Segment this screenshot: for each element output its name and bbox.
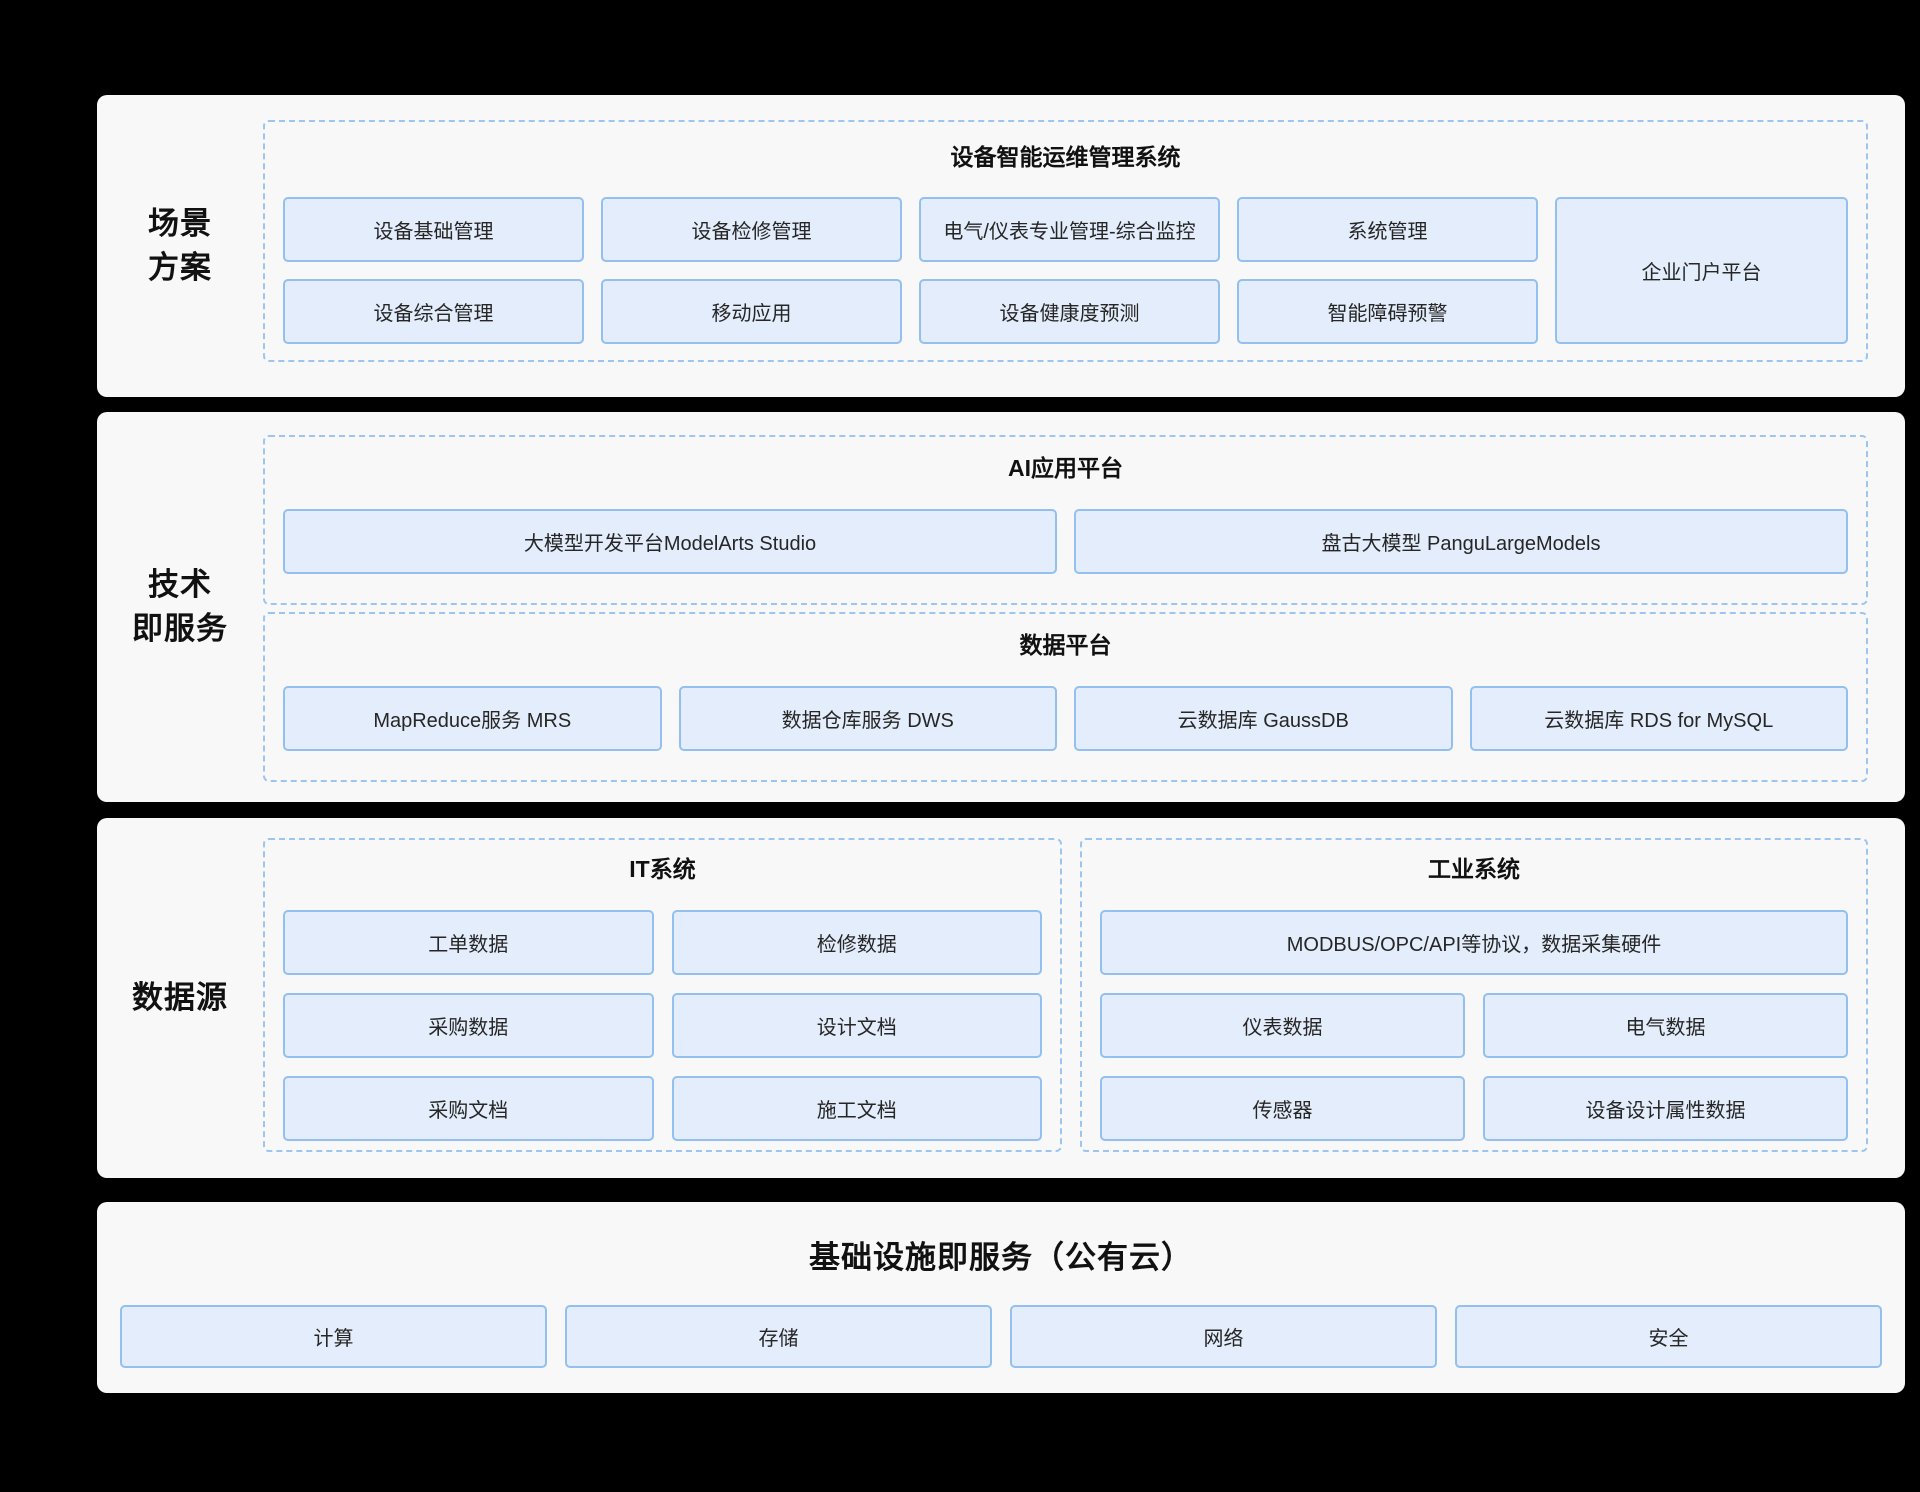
scene-box-system-mgmt: 系统管理 — [1237, 197, 1538, 262]
group-it-system: IT系统 工单数据 检修数据 采购数据 设计文档 采购文档 施工文档 — [263, 838, 1062, 1152]
industrial-box-device-design-attr-data: 设备设计属性数据 — [1483, 1076, 1848, 1141]
scene-box-intelligent-fault-warning: 智能障碍预警 — [1237, 279, 1538, 344]
scene-box-mobile-app: 移动应用 — [601, 279, 902, 344]
it-box-procurement-docs: 采购文档 — [283, 1076, 654, 1141]
section-label-line: 场景 — [148, 205, 212, 241]
it-box-construction-docs: 施工文档 — [671, 1076, 1042, 1141]
panel-data-sources: 数据源 IT系统 工单数据 检修数据 采购数据 设计文档 采购文档 施工文档 工… — [97, 818, 1905, 1178]
it-box-maintenance-data: 检修数据 — [671, 910, 1042, 975]
industrial-box-grid: 仪表数据 电气数据 传感器 设备设计属性数据 — [1100, 993, 1848, 1141]
iaas-box-storage: 存储 — [565, 1305, 992, 1368]
industrial-box-electrical-data: 电气数据 — [1483, 993, 1848, 1058]
group-title-it-system: IT系统 — [629, 856, 696, 882]
section-label-line: 方案 — [148, 250, 212, 285]
group-title-device-om-system: 设备智能运维管理系统 — [950, 144, 1181, 170]
scene-box-device-maintenance-mgmt: 设备检修管理 — [601, 197, 902, 262]
section-label-line: 数据源 — [132, 979, 228, 1015]
section-label-data-source: 数据源 — [97, 818, 263, 1178]
industrial-box-sensors: 传感器 — [1100, 1076, 1465, 1141]
iaas-box-security: 安全 — [1455, 1305, 1882, 1368]
panel-technology-as-a-service: 技术 即服务 AI应用平台 大模型开发平台ModelArts Studio 盘古… — [97, 412, 1905, 802]
scene-box-area: 设备基础管理 设备检修管理 电气/仪表专业管理-综合监控 系统管理 设备综合管理… — [283, 197, 1848, 344]
panel-iaas-public-cloud: 基础设施即服务（公有云） 计算 存储 网络 安全 — [97, 1202, 1905, 1393]
industrial-box-instrument-data: 仪表数据 — [1100, 993, 1465, 1058]
ai-box-pangu-large-models: 盘古大模型 PanguLargeModels — [1074, 509, 1848, 574]
section-label-line: 技术 — [148, 566, 212, 602]
it-box-work-order-data: 工单数据 — [283, 910, 654, 975]
group-industrial-system: 工业系统 MODBUS/OPC/API等协议，数据采集硬件 仪表数据 电气数据 … — [1080, 838, 1868, 1152]
iaas-box-row: 计算 存储 网络 安全 — [120, 1305, 1882, 1368]
ai-box-row: 大模型开发平台ModelArts Studio 盘古大模型 PanguLarge… — [283, 509, 1848, 574]
group-ai-platform: AI应用平台 大模型开发平台ModelArts Studio 盘古大模型 Pan… — [263, 435, 1868, 605]
section-label-scenario: 场景 方案 — [97, 95, 263, 397]
dataplat-box-rds-mysql: 云数据库 RDS for MySQL — [1469, 686, 1848, 751]
dataplat-box-row: MapReduce服务 MRS 数据仓库服务 DWS 云数据库 GaussDB … — [283, 686, 1848, 751]
iaas-box-network: 网络 — [1010, 1305, 1437, 1368]
group-title-data-platform: 数据平台 — [1019, 632, 1112, 658]
scene-box-electric-instrument-monitoring: 电气/仪表专业管理-综合监控 — [919, 197, 1220, 262]
panel-scenario-solutions: 场景 方案 设备智能运维管理系统 设备基础管理 设备检修管理 电气/仪表专业管理… — [97, 95, 1905, 397]
scene-box-device-comprehensive-mgmt: 设备综合管理 — [283, 279, 584, 344]
dataplat-box-dws: 数据仓库服务 DWS — [678, 686, 1057, 751]
group-title-industrial-system: 工业系统 — [1428, 856, 1520, 882]
group-title-ai-platform: AI应用平台 — [1008, 455, 1123, 481]
group-data-platform: 数据平台 MapReduce服务 MRS 数据仓库服务 DWS 云数据库 Gau… — [263, 612, 1868, 782]
industrial-box-modbus-opc-api: MODBUS/OPC/API等协议，数据采集硬件 — [1100, 910, 1848, 975]
scene-box-device-basic-mgmt: 设备基础管理 — [283, 197, 584, 262]
it-box-grid: 工单数据 检修数据 采购数据 设计文档 采购文档 施工文档 — [283, 910, 1042, 1141]
scene-box-enterprise-portal: 企业门户平台 — [1555, 197, 1848, 344]
it-box-design-docs: 设计文档 — [671, 993, 1042, 1058]
scene-box-grid: 设备基础管理 设备检修管理 电气/仪表专业管理-综合监控 系统管理 设备综合管理… — [283, 197, 1538, 344]
section-label-line: 即服务 — [132, 611, 228, 646]
iaas-title: 基础设施即服务（公有云） — [809, 1240, 1193, 1275]
group-device-om-system: 设备智能运维管理系统 设备基础管理 设备检修管理 电气/仪表专业管理-综合监控 … — [263, 120, 1868, 362]
ai-box-modelarts-studio: 大模型开发平台ModelArts Studio — [283, 509, 1057, 574]
scene-box-device-health-prediction: 设备健康度预测 — [919, 279, 1220, 344]
section-label-tech-service: 技术 即服务 — [97, 412, 263, 802]
iaas-box-compute: 计算 — [120, 1305, 547, 1368]
dataplat-box-mrs: MapReduce服务 MRS — [283, 686, 662, 751]
it-box-procurement-data: 采购数据 — [283, 993, 654, 1058]
dataplat-box-gaussdb: 云数据库 GaussDB — [1074, 686, 1453, 751]
